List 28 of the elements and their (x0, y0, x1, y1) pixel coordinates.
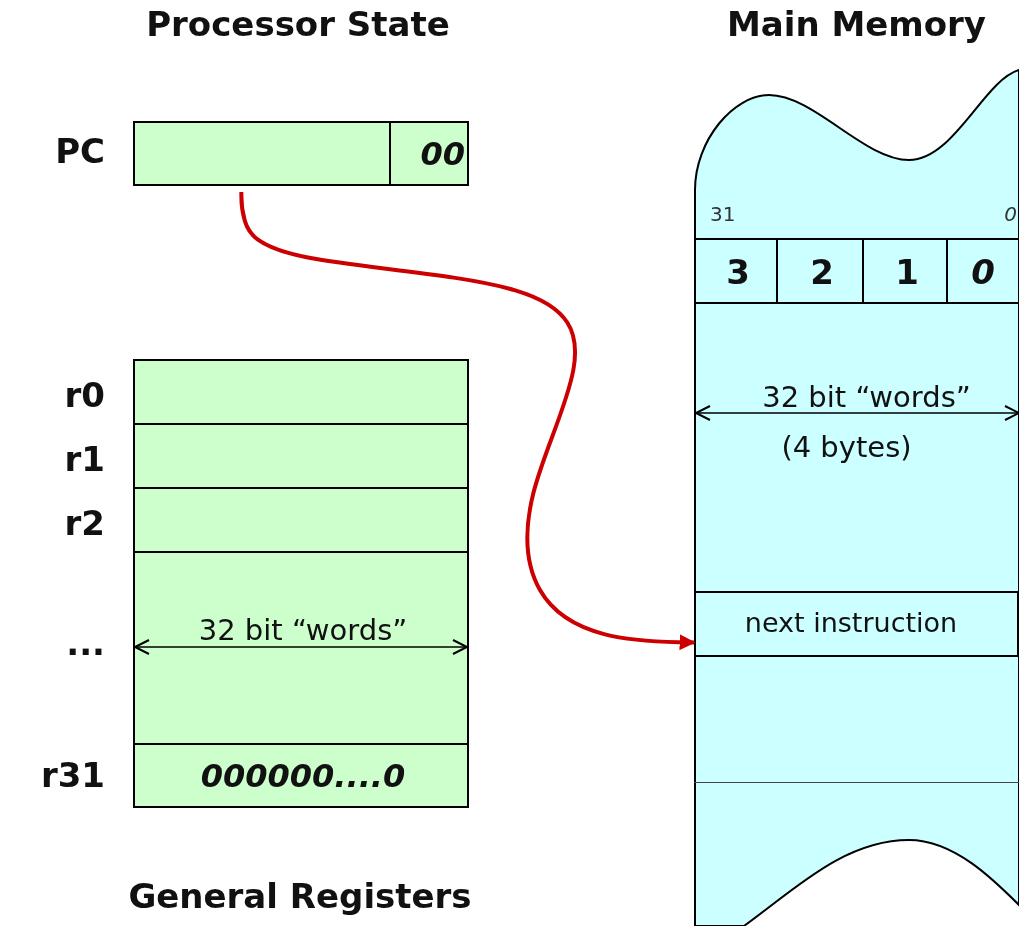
register-name: r1 (63, 439, 105, 479)
section-title: Processor State (145, 4, 451, 44)
heading: Main Memory (725, 4, 988, 44)
byte-cell (946, 238, 1019, 304)
dimension-label: 32 bit “words” (761, 380, 972, 414)
byte-number: 0 (970, 252, 996, 292)
memory-row (694, 591, 1019, 657)
byte-number: 3 (725, 252, 751, 292)
byte-number: 1 (894, 252, 920, 292)
register-value: 000000....0 (199, 757, 407, 795)
byte-number: 2 (809, 252, 835, 292)
byte-cell (862, 238, 948, 304)
register-name: r2 (63, 503, 105, 543)
bit-index: 0 (1003, 202, 1017, 226)
arrow (239, 192, 696, 651)
memory-label: next instruction (743, 607, 959, 638)
section-title: General Registers (127, 876, 473, 916)
register-field (389, 121, 469, 186)
dimension-label: 32 bit “words” (197, 613, 409, 647)
register-name: PC (54, 131, 105, 171)
byte-cell (776, 238, 864, 304)
register-name: r0 (63, 375, 105, 415)
register-name: r31 (39, 755, 105, 795)
register-value: 00 (419, 135, 465, 173)
bit-index: 31 (710, 202, 737, 226)
register-name: ... (65, 623, 105, 663)
byte-cell (694, 238, 778, 304)
dimension-label: (4 bytes) (780, 430, 913, 464)
